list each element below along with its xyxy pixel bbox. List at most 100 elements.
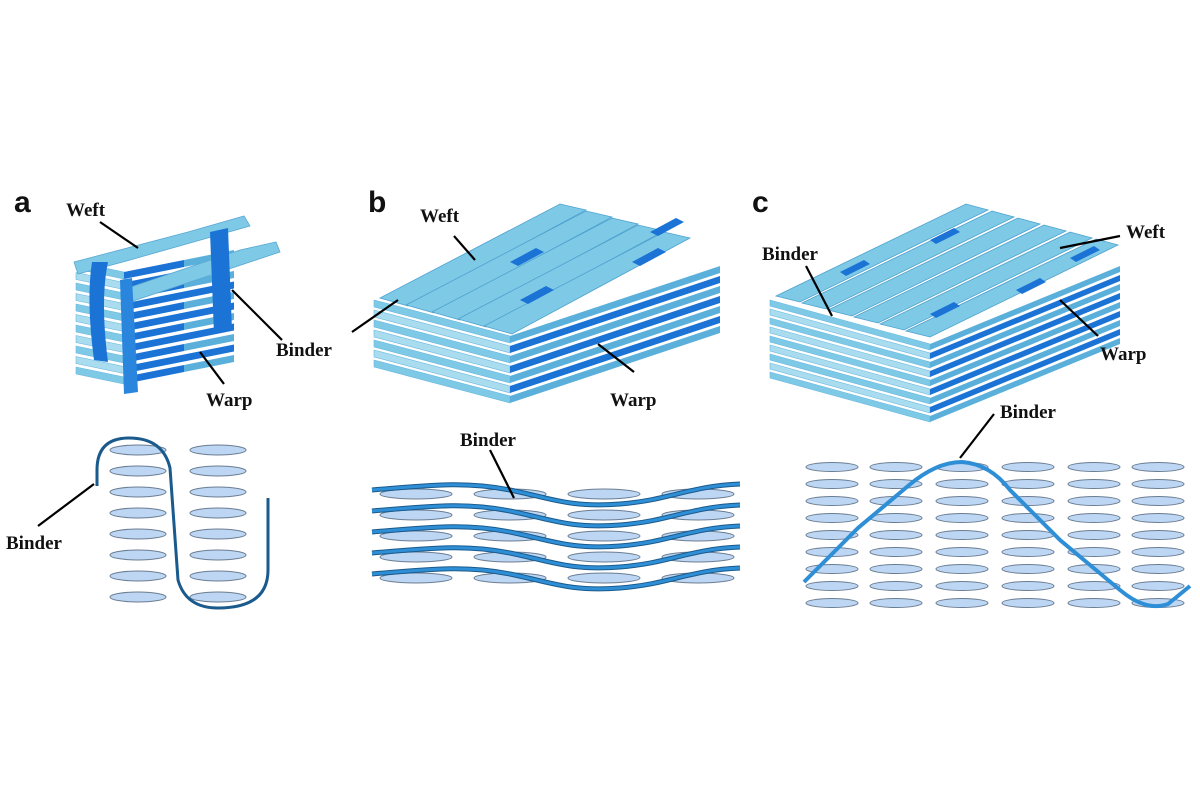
panel-a-3d-weave [73, 215, 281, 394]
panel-c-section-binder-leader [959, 413, 995, 459]
binder-tow [510, 248, 544, 266]
panel-c-weft-label: Weft [1126, 222, 1166, 243]
panel-c-weft-tows [774, 203, 1120, 338]
tow-section [189, 444, 247, 456]
tow-section [805, 598, 859, 608]
tow-section [109, 486, 167, 498]
warp-tow-side [930, 266, 1120, 350]
warp-tow-side [930, 329, 1120, 413]
tow-section [935, 530, 989, 540]
warp-tow-side [124, 323, 184, 342]
tow-section [869, 581, 923, 591]
warp-tow-side [124, 365, 184, 384]
panel-b-warp-label: Warp [610, 390, 656, 411]
tow-section [935, 496, 989, 506]
tow-section [1067, 530, 1121, 540]
binder-tow [1070, 246, 1100, 262]
warp-tow-side [184, 344, 234, 362]
panel-c-binder-path [802, 459, 1192, 609]
tow-section [1067, 479, 1121, 489]
warp-tow-side [124, 312, 184, 332]
panel-a-letter: a [14, 186, 31, 219]
tow-section [109, 591, 167, 603]
tow-section [109, 507, 167, 519]
tow-section [1131, 564, 1185, 574]
tow-section [109, 444, 167, 456]
binder-wave-fill [371, 482, 741, 507]
tow-section [1131, 530, 1185, 540]
weft-tow [482, 231, 692, 335]
warp-tow-side [124, 344, 184, 363]
tow-section [567, 551, 641, 563]
panel-b-cross-section [371, 481, 741, 592]
tow-section [869, 513, 923, 523]
tow-section [1001, 462, 1055, 472]
tow-section [1001, 564, 1055, 574]
tow-section [109, 528, 167, 540]
binder-tow [520, 286, 554, 304]
panel-b-section-binder-leader [489, 449, 515, 499]
panel-c-3d-weave [769, 203, 1120, 423]
weft-tow [852, 224, 1068, 324]
tow-section [805, 496, 859, 506]
tow-section [935, 479, 989, 489]
tow-section [189, 528, 247, 540]
panel-c-warp-leader [1059, 299, 1099, 337]
tow-section [1067, 547, 1121, 557]
tow-section [379, 572, 453, 584]
tow-section [1001, 496, 1055, 506]
weft-tow [378, 203, 588, 307]
tow-section [189, 507, 247, 519]
tow-section [1067, 496, 1121, 506]
tow-section [1001, 598, 1055, 608]
panel-a-binder-tows [89, 228, 232, 394]
panel-c-warp-label: Warp [1100, 344, 1146, 365]
panel-a-warp-leader [199, 351, 225, 385]
tow-section [1067, 513, 1121, 523]
binder-tow [89, 262, 108, 362]
binder-wave-fill [371, 545, 741, 570]
panel-a-binder-label: Binder [276, 340, 333, 361]
weft-tow [800, 210, 1016, 310]
tow-section [1131, 581, 1185, 591]
warp-tow-side [510, 266, 720, 343]
tow-section [567, 509, 641, 521]
panel-b-weft-leader [453, 235, 476, 261]
warp-tow-side [124, 354, 184, 374]
weft-tow [904, 238, 1120, 338]
tow-section [1001, 581, 1055, 591]
panel-b-weft-tows [378, 203, 692, 335]
panel-a-cross-section [95, 436, 270, 610]
warp-tow-side [124, 333, 184, 353]
panel-c-binder-leader [805, 265, 833, 317]
tow-section [805, 479, 859, 489]
panel-c-binder-label: Binder [762, 244, 819, 265]
binder-tow [120, 278, 138, 394]
panel-c-tow-sections [805, 462, 1185, 608]
binder-tow [210, 228, 232, 334]
panel-c: c Weft Binder Warp Binder [752, 186, 1192, 609]
warp-tow-side [510, 276, 720, 353]
tow-section [109, 465, 167, 477]
warp-tow-side [930, 284, 1120, 368]
binder-wave-fill [371, 524, 741, 549]
panel-b: b Weft Warp Binder Binder [351, 186, 741, 592]
tow-section [935, 513, 989, 523]
warp-tow-side [124, 291, 184, 311]
warp-tow-side [930, 293, 1120, 377]
warp-tow-side [510, 316, 720, 393]
panel-b-section-binder-label: Binder [460, 430, 517, 451]
weft-tow [774, 203, 990, 303]
tow-section [1131, 479, 1185, 489]
warp-tow-side [930, 302, 1120, 386]
warp-tow-side [510, 286, 720, 363]
warp-tow-side [124, 302, 184, 321]
weft-tow [826, 217, 1042, 317]
tow-section [869, 564, 923, 574]
tow-section [379, 488, 453, 500]
panel-c-warp-stack [769, 266, 1120, 423]
binder-tow [650, 218, 684, 236]
tow-section [935, 547, 989, 557]
tow-section [379, 509, 453, 521]
